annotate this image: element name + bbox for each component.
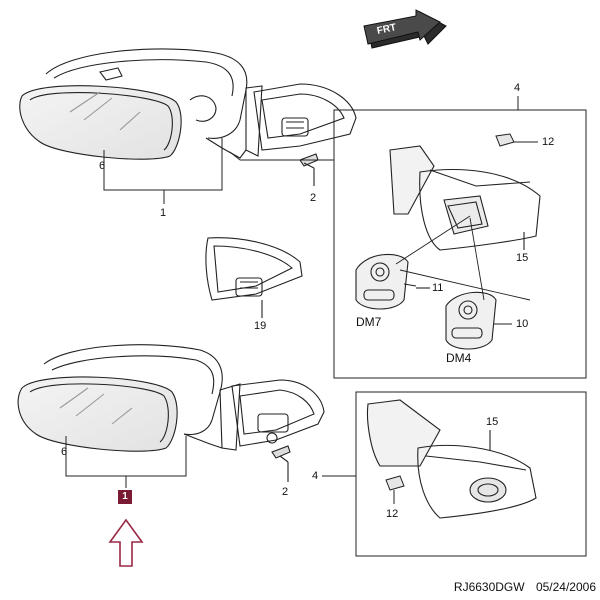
mirror-assembly-top bbox=[19, 48, 357, 186]
callout-4-bottom: 4 bbox=[312, 470, 319, 482]
callout-19: 19 bbox=[254, 320, 267, 332]
mounting-bracket-19 bbox=[205, 237, 303, 318]
mirror-assembly-bottom bbox=[17, 344, 325, 482]
callout-12-bottom: 12 bbox=[386, 508, 399, 520]
callout-1-top: 1 bbox=[160, 207, 167, 219]
detail-box-top bbox=[229, 96, 587, 379]
callout-1-highlighted[interactable]: 1 bbox=[118, 490, 132, 504]
callout-leaders-bottom bbox=[65, 436, 187, 488]
callout-2-bottom: 2 bbox=[282, 486, 289, 498]
callout-leaders-top bbox=[103, 138, 223, 204]
callout-4-top: 4 bbox=[514, 82, 521, 94]
switch-dm4 bbox=[445, 291, 512, 350]
front-direction-badge bbox=[363, 9, 447, 49]
mirror-cover-15-top bbox=[389, 145, 541, 251]
callout-11: 11 bbox=[432, 282, 444, 294]
switch-connector-lines bbox=[395, 215, 531, 301]
callout-10: 10 bbox=[516, 318, 529, 330]
switch-dm7 bbox=[355, 253, 430, 310]
callout-12-top: 12 bbox=[542, 136, 555, 148]
diagram-footer: RJ6630DGW 05/24/2006 bbox=[0, 580, 596, 594]
variant-label-dm7: DM7 bbox=[356, 315, 382, 329]
callout-2-top: 2 bbox=[310, 192, 317, 204]
detail-box-bottom bbox=[322, 391, 587, 557]
callout-15-bottom: 15 bbox=[486, 416, 499, 428]
variant-label-dm4: DM4 bbox=[446, 351, 472, 365]
clip-12-bottom bbox=[385, 475, 405, 504]
diagram-code: RJ6630DGW bbox=[453, 580, 525, 594]
callout-15-top: 15 bbox=[516, 252, 529, 264]
callout-6-top: 6 bbox=[99, 160, 106, 172]
diagram-date: 05/24/2006 bbox=[535, 580, 596, 594]
mirror-cover-15-bottom bbox=[367, 399, 537, 519]
clip-12-top bbox=[495, 133, 538, 147]
callout-6-bottom: 6 bbox=[61, 446, 68, 458]
highlight-arrow bbox=[108, 518, 144, 567]
